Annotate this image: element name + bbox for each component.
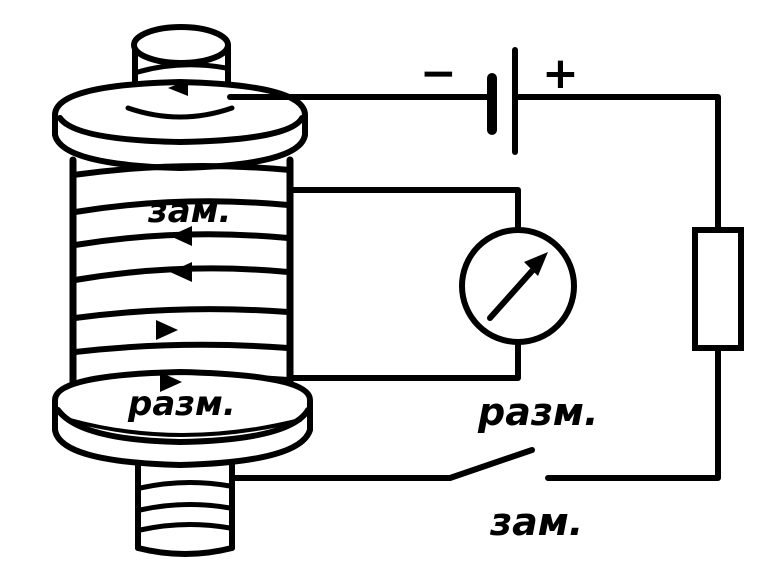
meter-needle-arrow-icon <box>524 252 548 276</box>
switch-lever <box>447 447 535 481</box>
winding-arrows <box>156 80 192 392</box>
arrow-left-icon <box>170 226 192 246</box>
arrow-left-icon <box>168 80 188 96</box>
bottom-threaded-shaft <box>135 462 235 557</box>
wire-battery-to-resistor <box>512 94 721 233</box>
arrow-right-icon <box>160 372 182 392</box>
bottom-flange <box>52 369 313 468</box>
top-threaded-shaft <box>131 24 231 133</box>
galvanometer <box>459 227 577 345</box>
resistor <box>692 227 744 351</box>
switch-open-label: разм. <box>477 390 598 434</box>
wire-meter-top <box>287 187 521 235</box>
arrow-left-icon <box>170 262 192 282</box>
battery-plus-label: + <box>542 48 579 99</box>
top-flange <box>52 79 308 171</box>
arrow-right-icon <box>156 320 178 340</box>
coil-top-label: зам. <box>147 191 231 231</box>
wire-resistor-down <box>545 345 721 481</box>
switch-closed-label: зам. <box>489 500 583 544</box>
battery-minus-label: − <box>420 48 457 99</box>
coil-bottom-label: разм. <box>127 384 236 424</box>
wire-meter-bottom <box>287 337 521 381</box>
battery <box>487 47 518 155</box>
